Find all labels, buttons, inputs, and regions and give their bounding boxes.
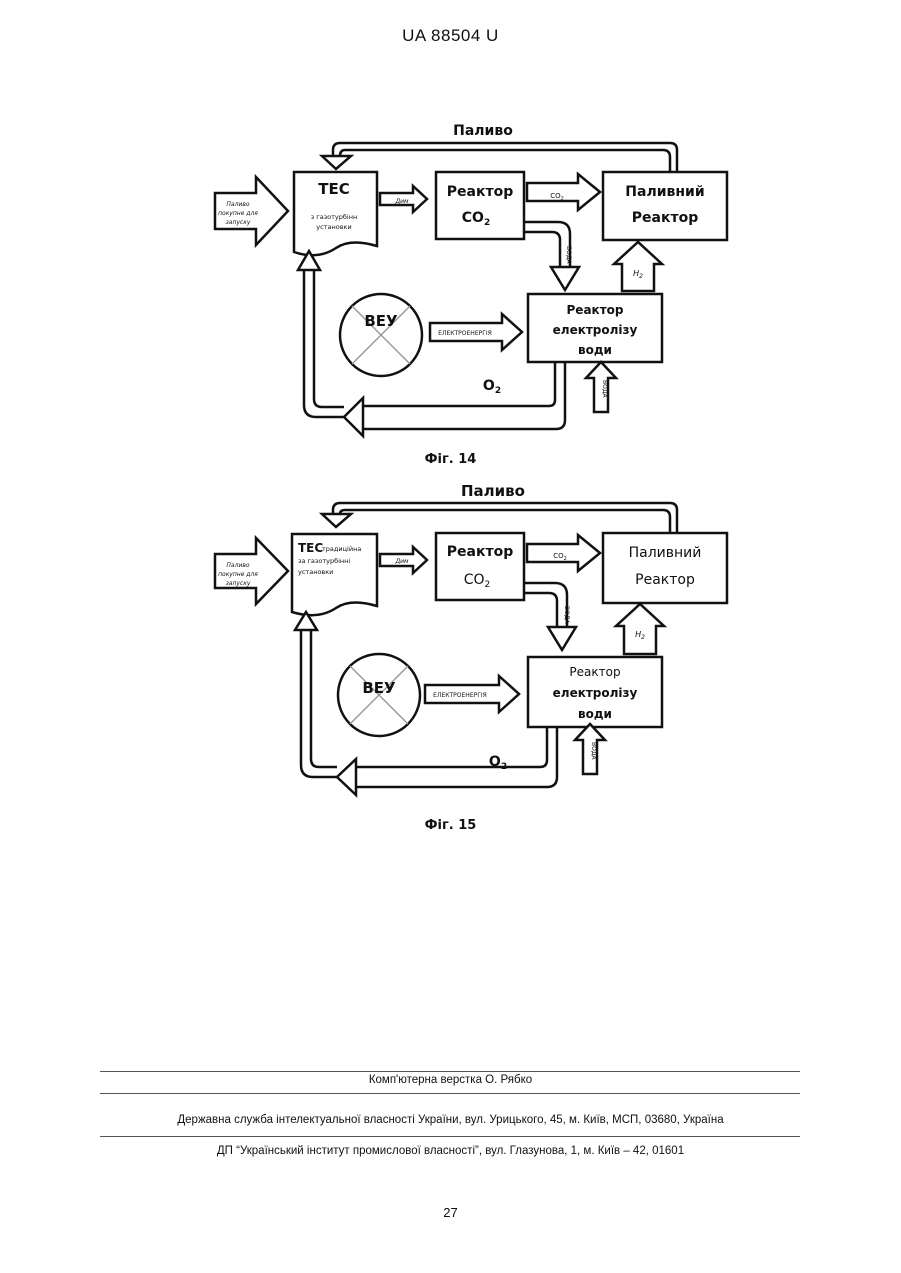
reactor-co2-title: Реактор [447, 544, 513, 560]
start-fuel-label-2: покупне для [218, 571, 258, 578]
electrolysis-title-1: Реактор [567, 303, 624, 317]
fuel-reactor-title-1: Паливний [629, 545, 702, 561]
smoke-label: Дим [394, 198, 409, 205]
tes-title: ТЕС [318, 180, 350, 198]
veu-label: ВЕУ [362, 679, 396, 697]
water-flow-label: ВОДА [565, 246, 572, 265]
electrolysis-title-3: води [578, 707, 612, 721]
figure-15-diagram: Паливо Паливо покупне для запуску ТЕС тр… [0, 472, 901, 812]
fuel-reactor-title-2: Реактор [635, 572, 695, 588]
figure-14-diagram: Паливо Паливо покупне для запуску ТЕС з … [0, 0, 901, 470]
veu-label: ВЕУ [364, 312, 398, 330]
layout-credit: Комп'ютерна верстка О. Рябко [0, 1074, 901, 1086]
start-fuel-label-3: запуску [226, 219, 251, 226]
o2-label: O2 [489, 754, 507, 772]
tes-subtitle-2: установки [316, 223, 351, 231]
fuel-reactor-title-2: Реактор [632, 210, 698, 226]
electrolysis-title-2: електролізу [553, 686, 638, 700]
footer-rule-1 [100, 1071, 800, 1072]
fuel-return-label: Паливо [461, 482, 525, 500]
tes-subtitle-1: традиційна [322, 545, 361, 553]
figure-14-caption: Фіг. 14 [0, 452, 901, 467]
tes-title: ТЕС [298, 541, 323, 555]
agency-address: Державна служба інтелектуальної власност… [0, 1114, 901, 1126]
start-fuel-label-1: Паливо [226, 562, 249, 569]
electrolysis-title-1: Реактор [569, 665, 620, 679]
water-input-label: ВОДА [601, 380, 608, 399]
electrolysis-title-3: води [578, 343, 612, 357]
page-number: 27 [0, 1205, 901, 1220]
start-fuel-label-3: запуску [226, 580, 251, 587]
reactor-co2-title: Реактор [447, 184, 513, 200]
start-fuel-label-1: Паливо [226, 201, 249, 208]
water-input-label: ВОДА [590, 742, 597, 761]
fuel-return-label: Паливо [453, 123, 513, 139]
tes-subtitle-2: за газотурбінні [298, 557, 350, 565]
electricity-label: ЕЛЕКТРОЕНЕРГІЯ [433, 692, 487, 699]
smoke-label: Дим [394, 558, 409, 565]
institute-address: ДП “Український інститут промислової вла… [0, 1145, 901, 1157]
water-flow-label: ВОДА [563, 606, 570, 625]
tes-subtitle-3: установки [298, 568, 333, 576]
fuel-reactor-title-1: Паливний [625, 184, 704, 200]
electricity-label: ЕЛЕКТРОЕНЕРГІЯ [438, 330, 492, 337]
electrolysis-title-2: електролізу [553, 323, 638, 337]
figure-15-caption: Фіг. 15 [0, 818, 901, 833]
start-fuel-label-2: покупне для [218, 210, 258, 217]
footer-rule-3 [100, 1136, 800, 1137]
o2-label: O2 [483, 378, 501, 396]
tes-subtitle-1: з газотурбінн [311, 213, 357, 221]
footer-rule-2 [100, 1093, 800, 1094]
